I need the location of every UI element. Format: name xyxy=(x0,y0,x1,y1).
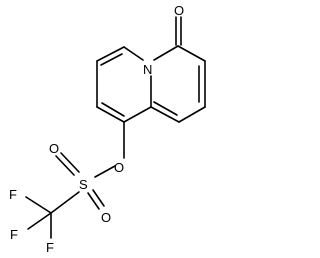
atom-label-f3: F xyxy=(46,240,54,255)
structure-diagram: O N O S O O F F F xyxy=(9,3,206,255)
atom-label-f1: F xyxy=(9,187,17,202)
atom-label-o-sulfonyl-lower: O xyxy=(101,210,111,225)
bond-s-o-upper-double xyxy=(55,155,75,176)
bond-s-c xyxy=(50,191,80,214)
atom-label-f2: F xyxy=(10,227,18,242)
bond-c-c-lower-double xyxy=(153,101,178,116)
bond-c-c-lower-right xyxy=(178,106,206,123)
bond-c-fusion xyxy=(123,106,152,123)
bond-c-c-upper-left xyxy=(96,46,125,62)
bond-c-f2 xyxy=(27,212,52,230)
atom-label-o-ketone: O xyxy=(174,3,184,18)
bond-c-c-lower-left xyxy=(96,106,125,123)
bond-carbonyl-n xyxy=(153,45,179,61)
atom-label-s: S xyxy=(79,177,88,192)
atom-labels: O N O S O O F F F xyxy=(9,3,184,255)
atom-label-o-sulfonyl-upper: O xyxy=(49,141,59,156)
bond-c-c-lower-left-double xyxy=(101,102,125,117)
bond-n-c-upper xyxy=(123,46,144,61)
bond-s-o-upper xyxy=(60,152,80,173)
atom-label-o-ester: O xyxy=(114,160,124,175)
atom-label-n-ring: N xyxy=(143,62,152,77)
bond-c-c-upper-left-double xyxy=(100,53,123,66)
bond-s-o-lower-double xyxy=(87,192,100,210)
bond-carbonyl-c xyxy=(177,45,206,62)
bonds xyxy=(25,16,206,239)
bond-s-o-lower xyxy=(92,189,105,207)
bond-c-c-lower xyxy=(150,106,180,123)
bond-o-s xyxy=(94,165,116,178)
bond-c-f1 xyxy=(25,196,52,214)
molecule-drawing: O N O S O O F F F xyxy=(9,3,206,255)
